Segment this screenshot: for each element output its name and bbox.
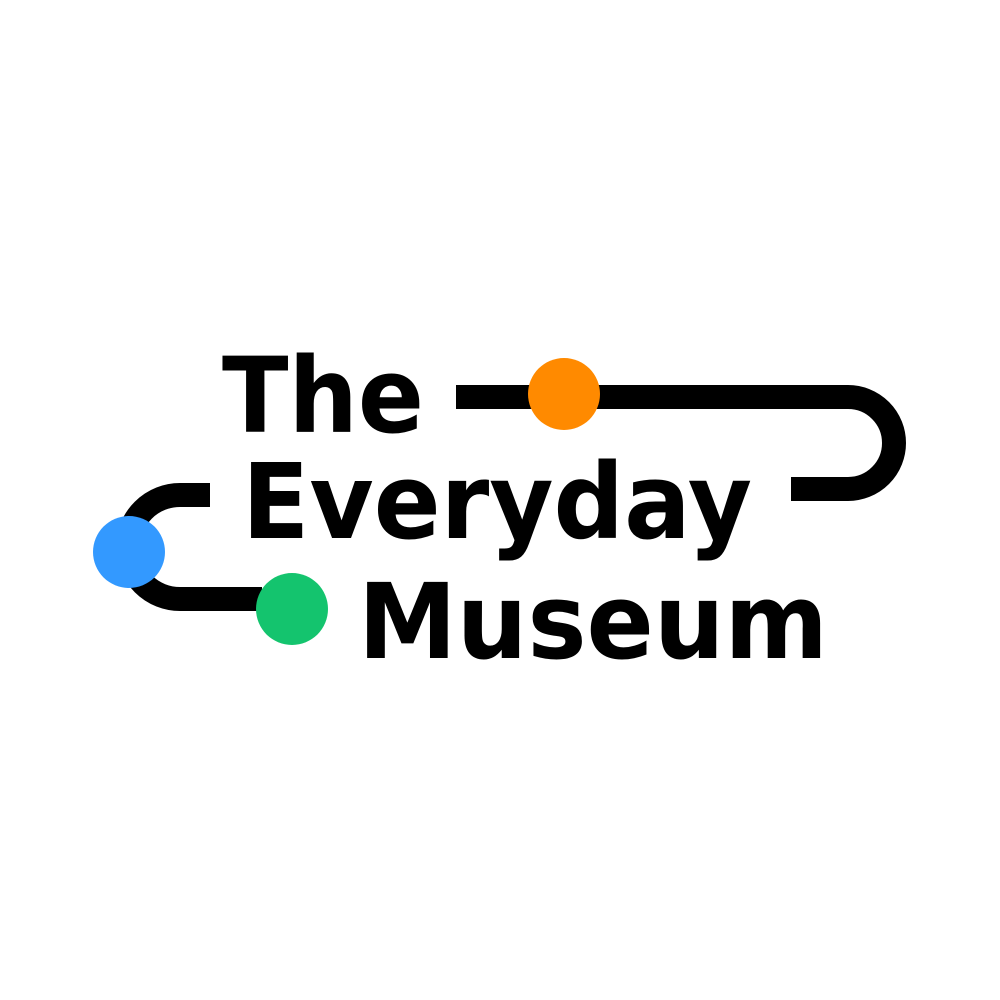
blue-dot-icon: [93, 516, 165, 588]
logo-line-the: The: [222, 335, 424, 457]
orange-dot-icon: [528, 358, 600, 430]
logo-line-museum: Museum: [358, 561, 828, 683]
logo-line-everyday: Everyday: [242, 441, 752, 563]
green-dot-icon: [256, 573, 328, 645]
track-line-icon: [456, 385, 906, 501]
